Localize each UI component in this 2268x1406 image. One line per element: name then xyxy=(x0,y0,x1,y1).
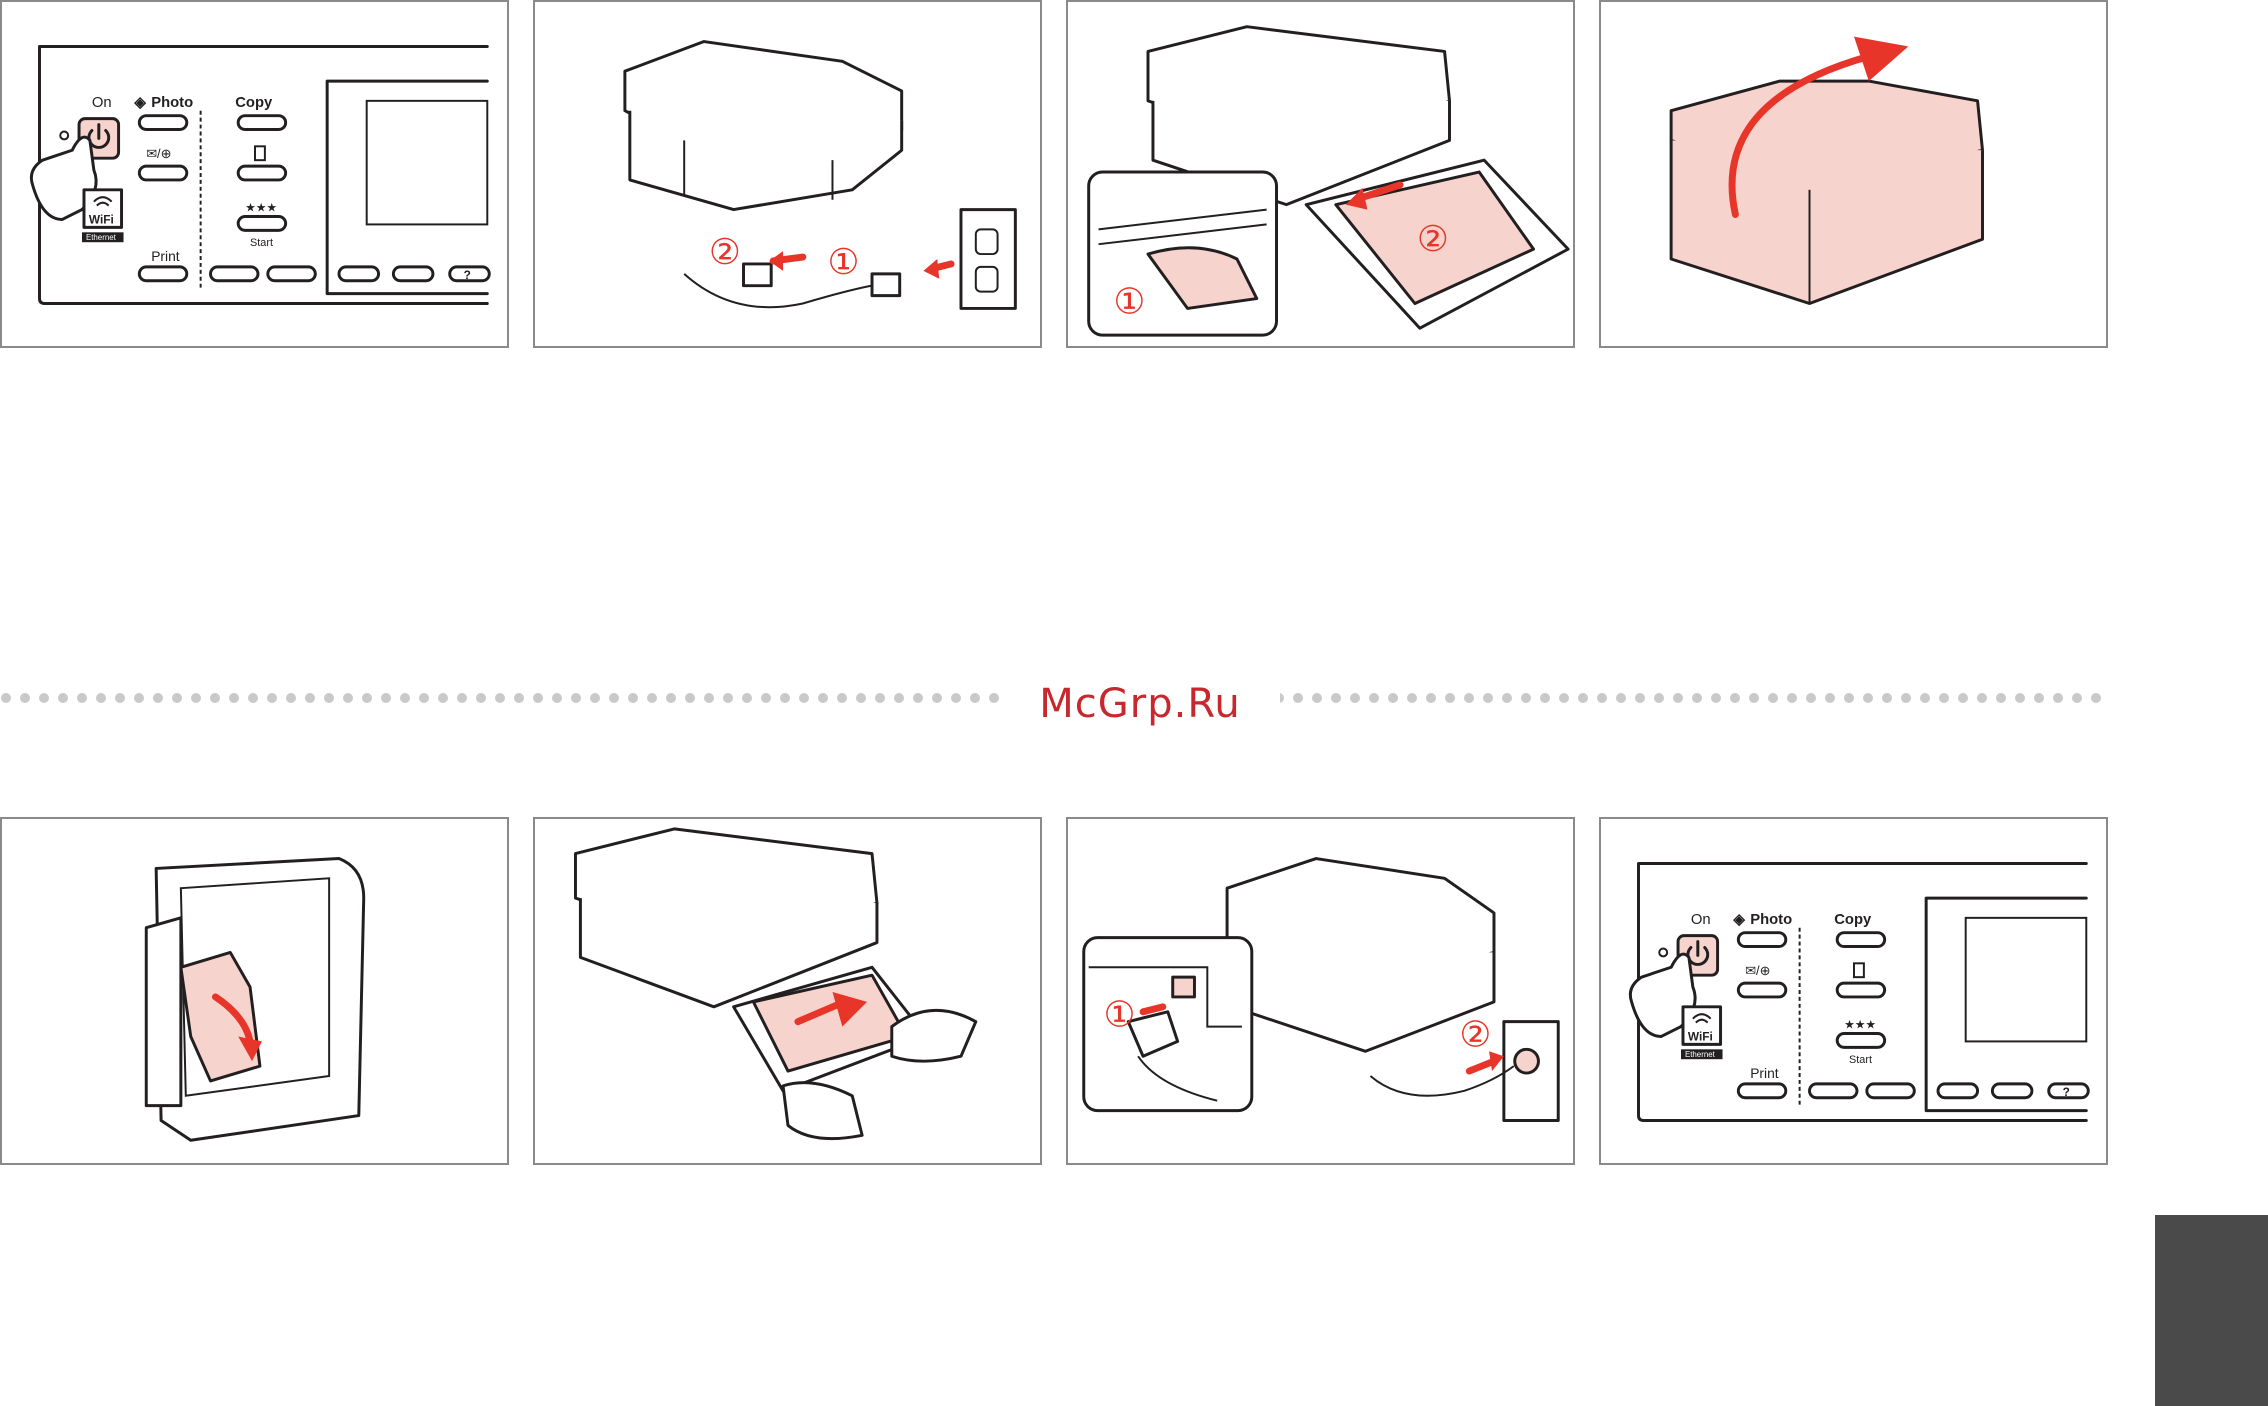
start-bw-button[interactable] xyxy=(211,267,258,281)
zoom-label: ✉/⊕ xyxy=(1745,963,1770,978)
print-button[interactable] xyxy=(139,267,186,281)
svg-text:◈: ◈ xyxy=(1732,912,1745,928)
zoom-button[interactable] xyxy=(139,166,186,180)
panel-open-scanner xyxy=(1599,0,2108,348)
help-label: ? xyxy=(2063,1085,2070,1099)
print-button[interactable] xyxy=(1738,1084,1785,1098)
start-color-button[interactable] xyxy=(268,267,315,281)
remove-tray-illustration: ② ① xyxy=(1068,2,1573,346)
photo-text: Photo xyxy=(1750,912,1792,928)
on-label: On xyxy=(92,95,112,111)
color-button[interactable] xyxy=(1837,983,1884,997)
copy-label: Copy xyxy=(235,95,273,111)
step-two-marker: ② xyxy=(1417,219,1449,260)
lcd-screen xyxy=(1966,918,2087,1042)
print-label: Print xyxy=(151,248,180,264)
panel-remove-jam xyxy=(0,817,509,1165)
wifi-label: WiFi xyxy=(1688,1029,1713,1043)
insert-tray-illustration xyxy=(535,819,1040,1163)
step-one-marker: ① xyxy=(1104,995,1136,1036)
power-led xyxy=(60,131,68,139)
ethernet-label: Ethernet xyxy=(1685,1050,1716,1059)
watermark: McGrp.Ru xyxy=(1000,680,1280,728)
quality-label: ★★★ xyxy=(1844,1018,1876,1032)
panel-insert-tray xyxy=(533,817,1042,1165)
ethernet-label: Ethernet xyxy=(86,233,117,242)
quality-button[interactable] xyxy=(238,217,285,231)
side-section-tab xyxy=(2155,1215,2268,1406)
photo-label: ◈ xyxy=(133,95,146,111)
quality-button[interactable] xyxy=(1837,1034,1884,1048)
outlet-icon xyxy=(961,210,1015,309)
photo-button[interactable] xyxy=(139,116,186,130)
panel-remove-tray: ② ① xyxy=(1066,0,1575,348)
copy-button[interactable] xyxy=(238,116,285,130)
start-color-button[interactable] xyxy=(1867,1084,1914,1098)
zoom-label: ✉/⊕ xyxy=(146,146,171,161)
remove-jam-illustration xyxy=(2,819,507,1163)
plug-power-illustration: ② ① xyxy=(1068,819,1573,1163)
help-label: ? xyxy=(464,268,471,282)
control-panel-illustration: On ◈ Photo ✉/⊕ WiFi Ethernet Print Copy … xyxy=(1601,819,2106,1163)
step-two-marker: ② xyxy=(709,232,741,273)
open-scanner-illustration xyxy=(1601,2,2106,346)
start-label: Start xyxy=(1849,1054,1872,1066)
step-one-marker: ① xyxy=(828,242,860,283)
print-label: Print xyxy=(1750,1065,1779,1081)
zoom-button[interactable] xyxy=(1738,983,1785,997)
control-panel-illustration: On ◈ Photo ✉/⊕ WiFi Ethernet Print Copy … xyxy=(2,2,507,346)
lcd-screen xyxy=(367,101,488,225)
quality-label: ★★★ xyxy=(245,201,277,215)
copy-label: Copy xyxy=(1834,912,1872,928)
start-bw-button[interactable] xyxy=(1810,1084,1857,1098)
photo-text: Photo xyxy=(151,95,193,111)
arrow-icon xyxy=(1854,37,1908,81)
photo-button[interactable] xyxy=(1738,933,1785,947)
start-label: Start xyxy=(250,237,273,249)
wifi-label: WiFi xyxy=(89,212,114,226)
panel-unplug-power: ② ① xyxy=(533,0,1042,348)
panel-control-press-on: On ◈ Photo ✉/⊕ WiFi Ethernet Print Copy … xyxy=(0,0,509,348)
unplug-illustration: ② ① xyxy=(535,2,1040,346)
step-two-marker: ② xyxy=(1459,1014,1491,1055)
color-button[interactable] xyxy=(238,166,285,180)
hand-icon xyxy=(892,1010,976,1061)
panel-plug-power: ② ① xyxy=(1066,817,1575,1165)
panel-control-press-on-again: On ◈ Photo ✉/⊕ WiFi Ethernet Print Copy … xyxy=(1599,817,2108,1165)
step-one-marker: ① xyxy=(1113,281,1145,322)
copy-button[interactable] xyxy=(1837,933,1884,947)
on-label: On xyxy=(1691,912,1711,928)
